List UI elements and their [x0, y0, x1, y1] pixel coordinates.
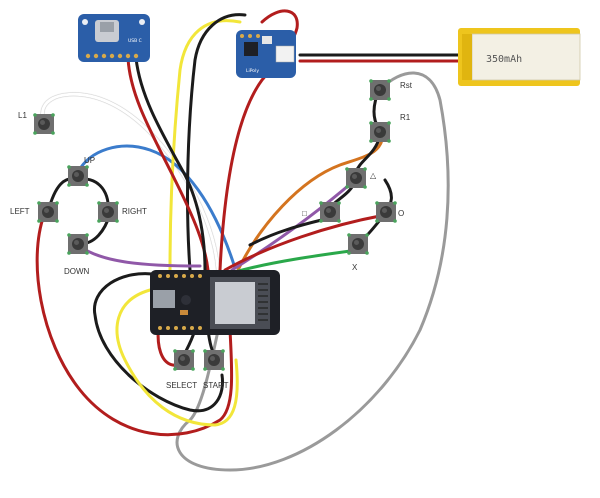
lipo-charger-label: LiPoly — [246, 68, 259, 74]
wire-yellow — [115, 19, 242, 427]
wire-red-circle — [223, 213, 387, 272]
wire-blue-up — [76, 144, 237, 270]
label-rst: Rst — [400, 81, 413, 90]
button-up — [67, 165, 89, 187]
label-r1: R1 — [400, 113, 411, 122]
label-up: UP — [84, 156, 95, 165]
button-start — [203, 349, 225, 371]
button-l1 — [33, 113, 55, 135]
label-triangle: △ — [370, 171, 377, 180]
button-r1 — [369, 121, 391, 143]
label-right: RIGHT — [122, 207, 147, 216]
wire-red-left — [35, 213, 234, 437]
label-select: SELECT — [166, 381, 197, 390]
label-l1: L1 — [18, 111, 27, 120]
wire-green-x — [233, 248, 360, 274]
lipo-battery: 350mAh — [458, 28, 581, 86]
microcontroller-board — [150, 270, 280, 335]
usb-c-label: USB C — [128, 38, 142, 44]
lipo-charger-board: LiPoly — [236, 30, 296, 78]
usb-c-breakout-board: USB C — [78, 14, 150, 62]
label-down: DOWN — [64, 267, 90, 276]
label-square: □ — [302, 209, 307, 218]
button-right — [97, 201, 119, 223]
button-rst — [369, 79, 391, 101]
wire-black-loop — [92, 272, 225, 413]
button-down — [67, 233, 89, 255]
label-start: START — [203, 381, 229, 390]
wire-red-usb — [126, 56, 210, 272]
button-x — [347, 233, 369, 255]
label-x: X — [352, 263, 358, 272]
button-triangle — [345, 167, 367, 189]
label-circle: O — [398, 209, 404, 218]
wire-gray-rst — [175, 71, 450, 472]
wire-black-right-cluster — [248, 86, 393, 247]
wire-black-charger — [186, 13, 247, 272]
battery-capacity-label: 350mAh — [486, 54, 522, 65]
button-left — [37, 201, 59, 223]
button-circle — [375, 201, 397, 223]
button-square — [319, 201, 341, 223]
button-select — [173, 349, 195, 371]
wire-black-usb — [134, 56, 207, 272]
label-left: LEFT — [10, 207, 30, 216]
wire-purple-down — [76, 243, 202, 268]
